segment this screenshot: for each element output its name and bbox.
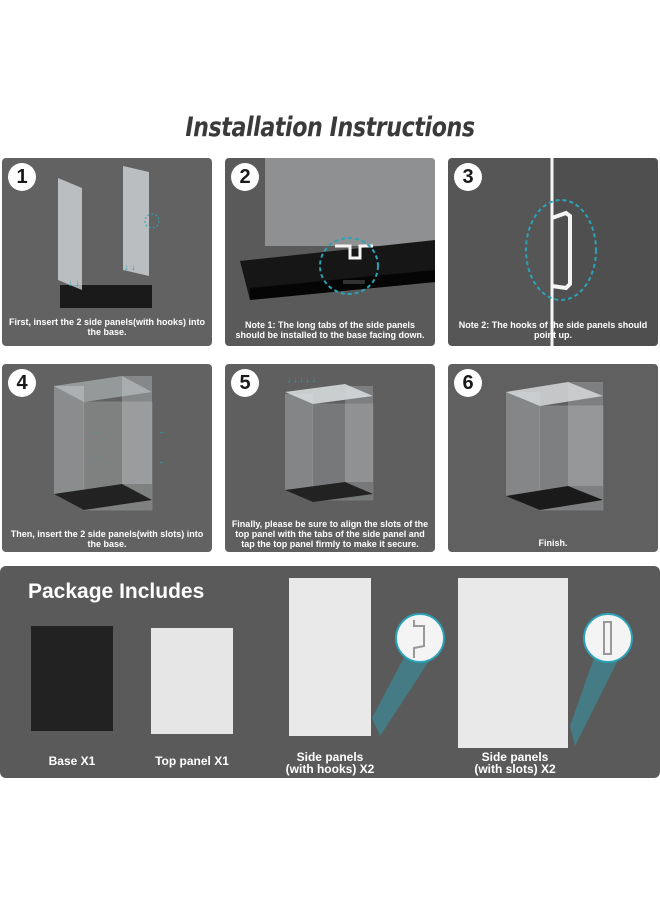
svg-text:→: → xyxy=(92,427,100,436)
step-6-panel: 6 Finish. xyxy=(448,364,658,552)
side-panels-slots-label-line1: Side panels xyxy=(481,750,549,764)
step-4-panel: → → ← ← 4 Then, insert the 2 side panels… xyxy=(2,364,212,552)
side-panels-hooks-label: Side panels (with hooks) X2 xyxy=(270,751,390,775)
svg-text:↓ ↓: ↓ ↓ xyxy=(68,278,80,288)
svg-text:→: → xyxy=(92,453,100,462)
step-6-number: 6 xyxy=(454,369,482,397)
base-image xyxy=(31,626,113,731)
step-1-illustration: ↓ ↓ ↓ ↓ xyxy=(58,166,160,308)
package-includes-title: Package Includes xyxy=(28,580,205,603)
step-4-number: 4 xyxy=(8,369,36,397)
step-1-number: 1 xyxy=(8,163,36,191)
step-2-caption: Note 1: The long tabs of the side panels… xyxy=(235,320,425,340)
side-panels-slots-label: Side panels (with slots) X2 xyxy=(455,751,575,775)
step-1-caption: First, insert the 2 side panels(with hoo… xyxy=(8,317,206,337)
package-illustrations xyxy=(31,578,633,748)
page-title: Installation Instructions xyxy=(185,112,475,143)
side-panels-hooks-label-line1: Side panels xyxy=(296,750,364,764)
svg-text:↓ ↓ ↓ ↓ ↓: ↓ ↓ ↓ ↓ ↓ xyxy=(287,375,316,384)
step-2-number: 2 xyxy=(231,163,259,191)
step-3-caption: Note 2: The hooks of the side panels sho… xyxy=(458,320,648,340)
step-4-caption: Then, insert the 2 side panels(with slot… xyxy=(10,529,204,549)
side-panel-hooks-image xyxy=(289,578,371,736)
step-5-number: 5 xyxy=(231,369,259,397)
step-2-panel: 2 Note 1: The long tabs of the side pane… xyxy=(225,158,435,346)
step-3-illustration xyxy=(525,158,658,346)
svg-text:←: ← xyxy=(158,457,166,466)
top-panel-image xyxy=(151,628,233,734)
step-6-caption: Finish. xyxy=(538,538,568,548)
svg-text:↓ ↓: ↓ ↓ xyxy=(124,262,136,272)
top-panel-label: Top panel X1 xyxy=(155,754,229,768)
step-5-illustration: ↓ ↓ ↓ ↓ ↓ xyxy=(285,375,374,502)
side-panel-slots-image xyxy=(458,578,568,748)
package-includes-panel: Package Includes Base X1 Top panel X1 Si… xyxy=(0,566,660,778)
step-3-panel: 3 Note 2: The hooks of the side panels s… xyxy=(448,158,658,346)
step-5-caption: Finally, please be sure to align the slo… xyxy=(231,519,429,549)
side-panels-hooks-label-line2: (with hooks) X2 xyxy=(285,762,375,776)
step-1-panel: ↓ ↓ ↓ ↓ 1 First, insert the 2 side panel… xyxy=(2,158,212,346)
step-4-illustration: → → ← ← xyxy=(54,376,166,511)
base-label: Base X1 xyxy=(48,754,96,768)
side-panels-slots-label-line2: (with slots) X2 xyxy=(474,762,556,776)
step-3-number: 3 xyxy=(454,163,482,191)
step-5-panel: ↓ ↓ ↓ ↓ ↓ 5 Finally, please be sure to a… xyxy=(225,364,435,552)
step-2-illustration xyxy=(240,158,435,300)
step-6-illustration xyxy=(506,382,604,511)
svg-text:←: ← xyxy=(158,427,166,436)
